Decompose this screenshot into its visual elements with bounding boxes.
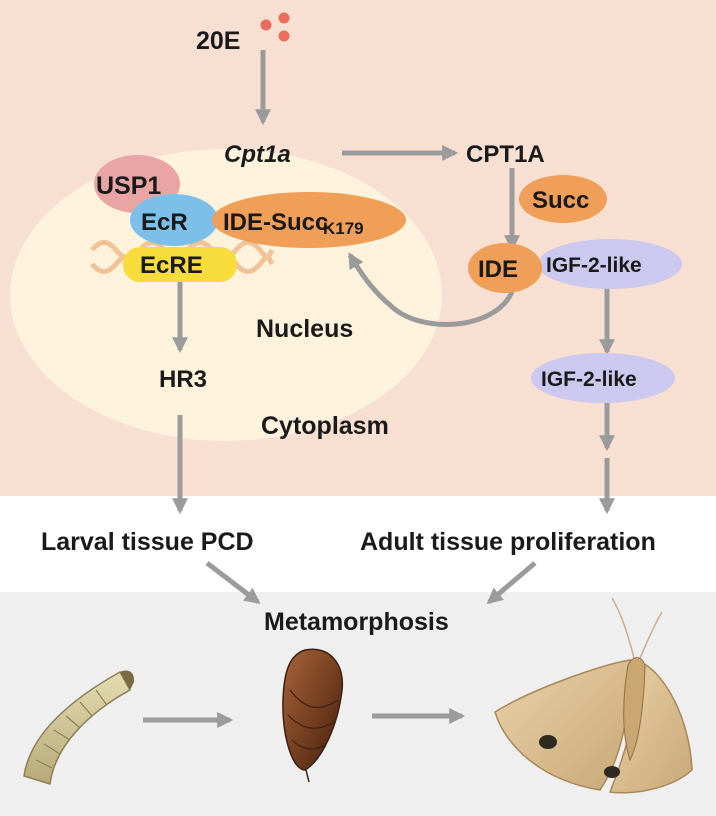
ide-succ-shape [212, 192, 406, 248]
hormone-dots-icon [260, 12, 290, 42]
ide-shape [468, 243, 542, 293]
adult-proliferation-label: Adult tissue proliferation [360, 528, 656, 556]
succ-label: Succ [532, 187, 589, 214]
cytoplasm-label: Cytoplasm [261, 412, 389, 440]
ecre-shape [123, 247, 237, 282]
usp1-label: USP1 [96, 172, 161, 200]
hr3-label: HR3 [159, 366, 207, 393]
arrow-adult-to-metamorphosis [486, 561, 537, 605]
ecr-shape [130, 194, 218, 246]
gene-cpt1a-label: Cpt1a [224, 141, 291, 168]
moth-icon [494, 597, 693, 794]
larva-icon [23, 670, 135, 785]
ide-succ-subscript: K179 [323, 219, 364, 238]
igf-free-shape [531, 353, 675, 403]
metamorphosis-label: Metamorphosis [264, 608, 449, 636]
igf-bound-label: IGF-2-like [546, 254, 642, 277]
arrow-larval-to-metamorphosis [205, 561, 261, 604]
protein-cpt1a-label: CPT1A [466, 141, 545, 168]
hormone-20e-label: 20E [196, 27, 240, 55]
succ-shape [519, 175, 607, 223]
igf-free-label: IGF-2-like [541, 368, 637, 391]
ecr-label: EcR [141, 209, 188, 236]
larval-pcd-label: Larval tissue PCD [41, 528, 254, 556]
ecre-label: EcRE [140, 252, 203, 279]
nucleus-label: Nucleus [256, 315, 353, 343]
ide-succ-label: IDE-Succ [223, 209, 328, 236]
pupa-icon [282, 648, 344, 783]
ide-label: IDE [478, 256, 518, 283]
arrow-ide-to-nucleus [347, 252, 515, 327]
igf-bound-shape [538, 239, 682, 289]
